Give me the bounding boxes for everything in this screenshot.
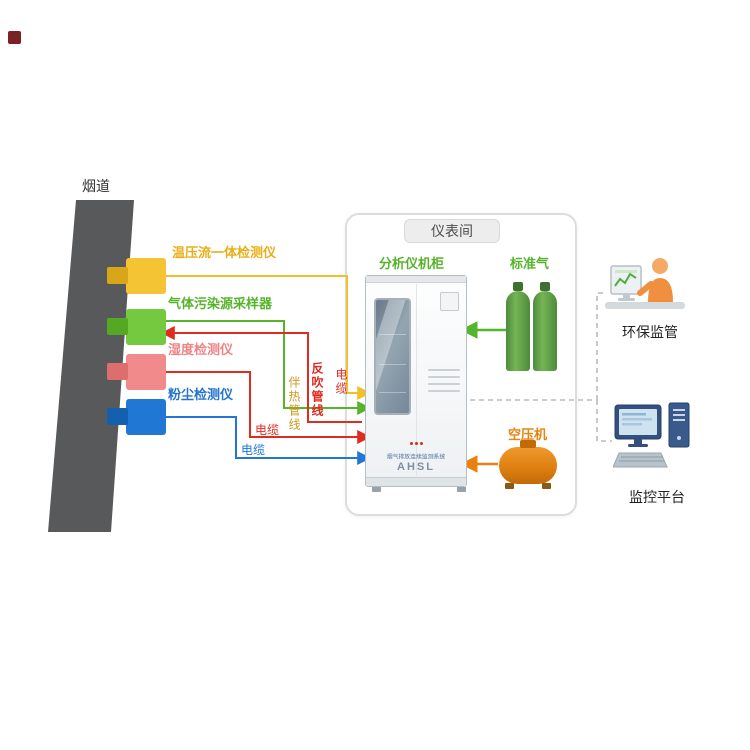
- gas-cylinder-valve: [540, 282, 550, 291]
- corner-mark: [8, 31, 21, 44]
- data-link-to-platform: [596, 400, 612, 442]
- cabinet-shelf-line: [379, 392, 406, 393]
- monitoring-platform-icon: [613, 402, 690, 468]
- sensor-label-humidity: 湿度检测仪: [168, 342, 234, 357]
- cabinet-louver: [428, 369, 460, 371]
- cabinet-system-name: 烟气排放连续监测系统: [386, 454, 446, 461]
- label-cable-top: 电缆: [334, 368, 348, 396]
- label-cable-humidity: 电缆: [255, 423, 280, 437]
- gas-cylinder: [506, 282, 530, 371]
- cabinet-window: [374, 298, 411, 415]
- platform-label: 监控平台: [629, 489, 685, 505]
- cable-line-humidity: [164, 371, 372, 444]
- label-cable-dust: 电缆: [241, 443, 266, 457]
- sensor-dust: [107, 399, 166, 435]
- data-link-to-supervision: [596, 292, 604, 400]
- compressor-title: 空压机: [508, 427, 548, 442]
- standard-gas-title: 标准气: [510, 256, 550, 271]
- sensor-label-temp-pressure-flow: 温压流一体检测仪: [172, 245, 277, 260]
- sensor-probe-stub: [107, 408, 128, 425]
- gas-cylinder: [533, 282, 557, 371]
- cabinet-shelf-line: [379, 334, 406, 335]
- heat-traced-sample-line: [164, 320, 372, 415]
- label-heat-traced-line: 伴热管线: [287, 376, 301, 432]
- supervision-label: 环保监管: [622, 324, 678, 340]
- sensor-probe-stub: [107, 318, 128, 335]
- analyzer-cabinet: 烟气排放连续监测系统 AHSL: [365, 275, 467, 487]
- cabinet-door-seam: [416, 284, 417, 476]
- cabinet-shelf-line: [379, 364, 406, 365]
- cabinet-foot: [457, 487, 466, 492]
- cable-line-temp-pressure-flow: [164, 275, 372, 400]
- gas-cylinder-valve: [513, 282, 523, 291]
- cabinet-louver: [428, 376, 460, 378]
- cabinet-display: [440, 292, 459, 311]
- chimney-label: 烟道: [82, 178, 110, 194]
- compressor-leg: [542, 483, 551, 489]
- air-compressor: [499, 440, 557, 489]
- sensor-humidity: [107, 354, 166, 390]
- sensor-probe-stub: [107, 363, 128, 380]
- instrument-room-title-tab: 仪表间: [404, 219, 500, 243]
- compressor-leg: [505, 483, 514, 489]
- compressor-fitting: [520, 440, 536, 448]
- sensor-probe-stub: [107, 267, 128, 284]
- analyzer-cabinet-title: 分析仪机柜: [379, 256, 445, 271]
- cabinet-louver: [428, 383, 460, 385]
- supervision-workstation-icon: [605, 258, 685, 309]
- cabinet-foot: [372, 487, 381, 492]
- cabinet-louver: [428, 390, 460, 392]
- sensor-temp-pressure-flow: [107, 258, 166, 294]
- cabinet-nameplate: 烟气排放连续监测系统 AHSL: [366, 432, 466, 473]
- blowback-line: [160, 326, 362, 423]
- label-blowback-line: 反吹管线: [310, 362, 324, 418]
- cabinet-model: AHSL: [397, 461, 435, 473]
- cabinet-base: [366, 477, 466, 486]
- cabinet-logo-icon: [409, 432, 424, 450]
- cable-line-dust: [164, 416, 372, 465]
- sensor-gas-sampler: [107, 309, 166, 345]
- cabinet-top-strip: [366, 276, 466, 283]
- sensor-label-gas-sampler: 气体污染源采样器: [168, 296, 273, 311]
- sensor-label-dust: 粉尘检测仪: [168, 387, 234, 402]
